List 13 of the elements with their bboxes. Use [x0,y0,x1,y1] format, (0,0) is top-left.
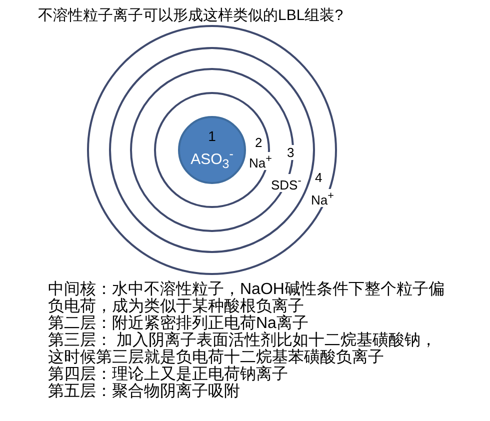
layer-number: 1 [208,127,216,145]
ion-label: Na$^{+}$ [310,189,335,208]
description-text: 第五层：聚合物阴离子吸附 [48,383,241,400]
ion-label: SDS$^{-}$ [270,174,302,192]
layer-number: 2 [254,135,264,150]
description-text: 中间核：水中不溶性粒子，NaOH碱性条件下整个粒子偏负电荷，成为类似于某种酸根负离子 [48,281,446,315]
description-text: 第三层： 加入阴离子表面活性剂比如十二烷基磺酸钠，这时候第三层就是负电荷十二烷基苯磺酸负离子 [48,332,438,366]
layer-number: 3 [286,145,296,160]
description-text: 第四层：理论上又是正电荷钠离子 [48,366,289,383]
layer-number: 4 [314,170,324,185]
title: 不溶性粒子离子可以形成这样类似的LBL组装? [38,6,344,25]
ion-label: Na$^{+}$ [248,152,273,170]
description-text: 第二层：附近紧密排列正电荷Na离子 [48,315,308,332]
